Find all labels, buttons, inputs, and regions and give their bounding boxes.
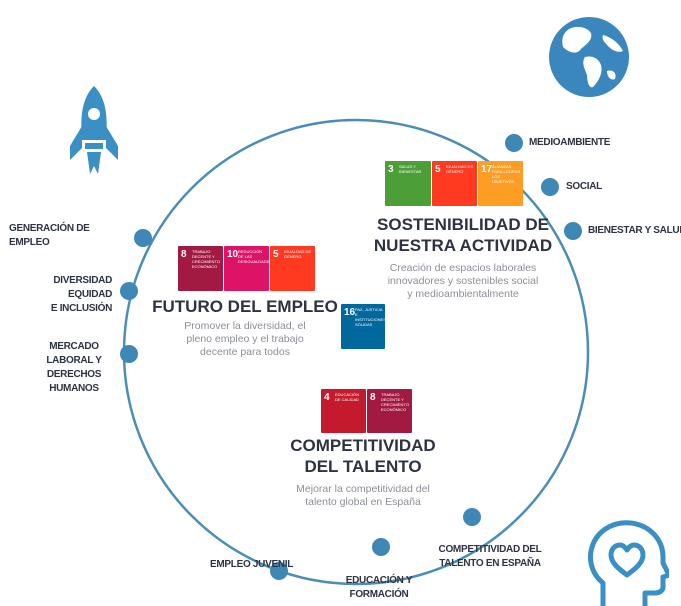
sdg-number: 3 [388, 164, 394, 175]
talento-desc-line1: Mejorar la competitividad del [296, 483, 430, 495]
sdg-title: IGUALDAD DE GÉNERO [284, 249, 312, 259]
sdg-number: 4 [324, 392, 330, 403]
node-educacion [372, 538, 390, 556]
node-mercado [120, 345, 138, 363]
node-generacion [134, 229, 152, 247]
sdg-title: IGUALDAD DE GÉNERO [446, 164, 474, 174]
sdg-title: ALIANZAS PARA LOGRAR LOS OBJETIVOS [492, 164, 521, 184]
sdg-title: TRABAJO DECENTE Y CRECIMIENTO ECONÓMICO [192, 249, 220, 269]
node-diversidad [120, 282, 138, 300]
sdg-number: 17 [481, 164, 493, 175]
node-bienestar [564, 222, 582, 240]
sostenibilidad-desc-line3: y medioambientalmente [407, 288, 519, 300]
sdg-tile-5: 5 IGUALDAD DE GÉNERO [432, 161, 477, 206]
talento-title-line2: DEL TALENTO [304, 457, 422, 476]
futuro-desc-line3: decente para todos [200, 346, 290, 358]
sdg-number: 5 [435, 164, 441, 175]
sdg-title: EDUCACIÓN DE CALIDAD [335, 392, 360, 402]
label-bienestar: BIENESTAR Y SALUD [588, 225, 681, 236]
futuro-title: FUTURO DEL EMPLEO [152, 297, 338, 316]
sdg-number: 8 [370, 392, 376, 403]
sdg-tile-8b: 8 TRABAJO DECENTE Y CRECIMIENTO ECONÓMIC… [367, 389, 412, 433]
node-competitividad [463, 508, 481, 526]
label-juvenil: EMPLEO JUVENIL [210, 559, 294, 570]
sdg-tile-16: 16 PAZ, JUSTICIA E INSTITUCIONES SÓLIDAS [341, 304, 385, 349]
sdg-number: 8 [181, 249, 187, 260]
sostenibilidad-desc-line1: Creación de espacios laborales [389, 262, 537, 274]
node-social [541, 178, 559, 196]
node-juvenil [270, 562, 288, 580]
sostenibilidad-desc-line2: innovadores y sostenibles social [387, 275, 539, 287]
sdg-tile-4: 4 EDUCACIÓN DE CALIDAD [321, 389, 366, 433]
node-medioambiente [505, 134, 523, 152]
sdg-tile-3: 3 SALUD Y BIENESTAR [385, 161, 431, 206]
sostenibilidad-title-line1: SOSTENIBILIDAD DE [377, 215, 549, 234]
label-social: SOCIAL [566, 181, 602, 192]
sdg-title: PAZ, JUSTICIA E INSTITUCIONES SÓLIDAS [355, 307, 385, 327]
sostenibilidad-desc: Creación de espacios laborales innovador… [363, 262, 563, 301]
sostenibilidad-title-line2: NUESTRA ACTIVIDAD [373, 236, 553, 255]
talento-title-line1: COMPETITIVIDAD [290, 436, 436, 455]
rocket-icon [70, 86, 118, 174]
sdg-title: REDUCCIÓN DE LAS DESIGUALDADES [238, 249, 269, 264]
sdg-tile-8: 8 TRABAJO DECENTE Y CRECIMIENTO ECONÓMIC… [178, 246, 223, 291]
sostenibilidad-title: SOSTENIBILIDAD DE NUESTRA ACTIVIDAD [363, 214, 563, 256]
globe-icon [549, 17, 629, 97]
sdg-number: 16 [344, 307, 356, 318]
futuro-desc: Promover la diversidad, el pleno empleo … [150, 320, 340, 359]
talento-desc-line2: talento global en España [305, 496, 421, 508]
talento-title: COMPETITIVIDAD DEL TALENTO [263, 435, 463, 477]
futuro-desc-line1: Promover la diversidad, el [184, 320, 306, 332]
sdg-tile-17: 17 ALIANZAS PARA LOGRAR LOS OBJETIVOS [478, 161, 523, 206]
label-medioambiente: MEDIOAMBIENTE [529, 137, 611, 148]
sdg-tile-5b: 5 IGUALDAD DE GÉNERO [270, 246, 315, 291]
talento-desc: Mejorar la competitividad del talento gl… [263, 483, 463, 509]
futuro-desc-line2: pleno empleo y el trabajo [186, 333, 304, 345]
sdg-number: 10 [227, 249, 239, 260]
head-heart-icon [588, 520, 669, 606]
sdg-number: 5 [273, 249, 279, 260]
sdg-title: TRABAJO DECENTE Y CRECIMIENTO ECONÓMICO [381, 392, 409, 412]
sdg-tile-10: 10 REDUCCIÓN DE LAS DESIGUALDADES [224, 246, 269, 291]
sdg-title: SALUD Y BIENESTAR [399, 164, 422, 174]
